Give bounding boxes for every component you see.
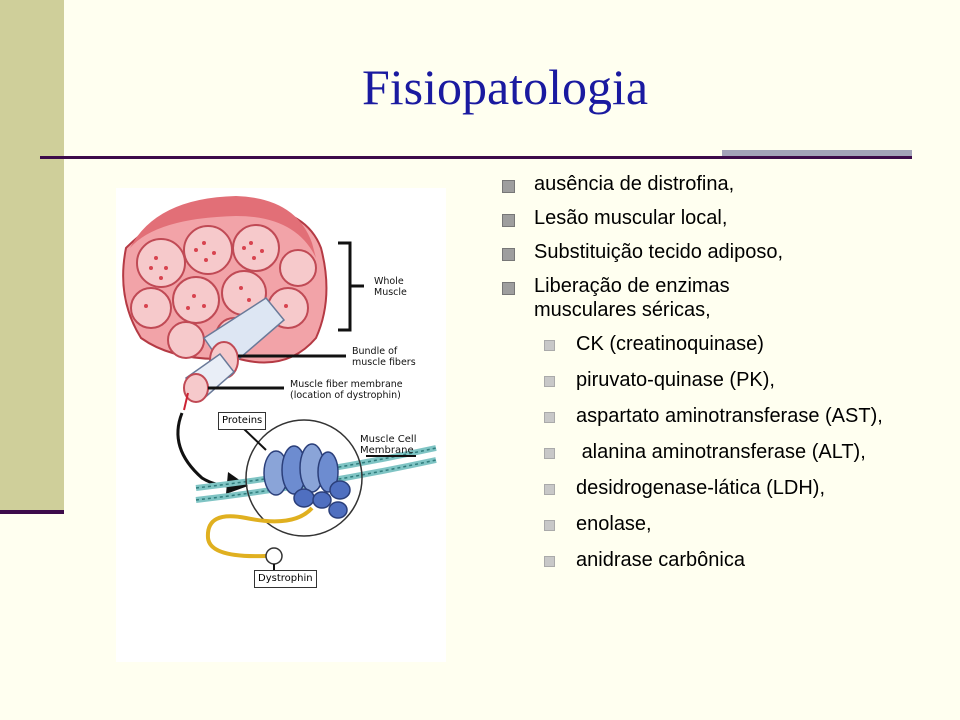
cell-membrane-label-line2: Membrane — [360, 445, 414, 456]
whole-muscle-bracket — [338, 241, 352, 332]
cell-membrane-label: Muscle Cell Membrane — [360, 434, 416, 456]
bullet-l1: Lesão muscular local, — [500, 206, 940, 230]
whole-muscle-label-line2: Muscle — [374, 287, 407, 298]
dystrophin-strand — [205, 506, 314, 559]
decorative-sidebar — [0, 0, 64, 510]
bullet-l1: ausência de distrofina, — [500, 172, 940, 196]
zoom-circle — [245, 419, 363, 537]
bullet-l1: Substituição tecido adiposo, — [500, 240, 940, 264]
membrane-label-line1: Muscle fiber membrane — [290, 379, 403, 390]
bullet-list: ausência de distrofina, Lesão muscular l… — [500, 172, 940, 584]
bullet-l2: alanina aminotransferase (ALT), — [500, 440, 940, 464]
title-underline — [40, 156, 912, 159]
cell-membrane-label-line1: Muscle Cell — [360, 434, 417, 445]
slide-title: Fisiopatologia — [361, 59, 649, 115]
bullet-l2: aspartato aminotransferase (AST), — [500, 404, 940, 428]
muscle-dystrophin-illustration: Whole Muscle Bundle of muscle fibers Mus… — [116, 188, 446, 662]
proteins-label: Proteins — [218, 412, 267, 430]
membrane-label-line2: (location of dystrophin) — [290, 390, 401, 401]
protein-complex — [263, 443, 351, 519]
bundle-label: Bundle of muscle fibers — [352, 346, 416, 368]
bullet-l2: piruvato-quinase (PK), — [500, 368, 940, 392]
bullet-l1: Liberação de enzimas musculares séricas, — [500, 274, 940, 322]
dystrophin-label: Dystrophin — [254, 570, 317, 588]
muscle-sheath-shape — [130, 196, 316, 258]
sidebar-bottom-rule — [0, 510, 64, 514]
membrane-label: Muscle fiber membrane (location of dystr… — [290, 379, 403, 401]
bundle-label-line1: Bundle of — [352, 346, 398, 357]
bullet-l2: CK (creatinoquinase) — [500, 332, 940, 356]
bundle-label-line2: muscle fibers — [352, 357, 416, 368]
bullet-l2: anidrase carbônica — [500, 548, 940, 572]
whole-muscle-label-line1: Whole — [374, 276, 404, 287]
fascicle-group — [130, 224, 317, 359]
bullet-l2: enolase, — [500, 512, 940, 536]
title-accent-bar — [722, 150, 912, 156]
whole-muscle-label: Whole Muscle — [374, 276, 407, 298]
bullet-l2: desidrogenase-lática (LDH), — [500, 476, 940, 500]
muscle-diagram-svg — [122, 196, 437, 570]
